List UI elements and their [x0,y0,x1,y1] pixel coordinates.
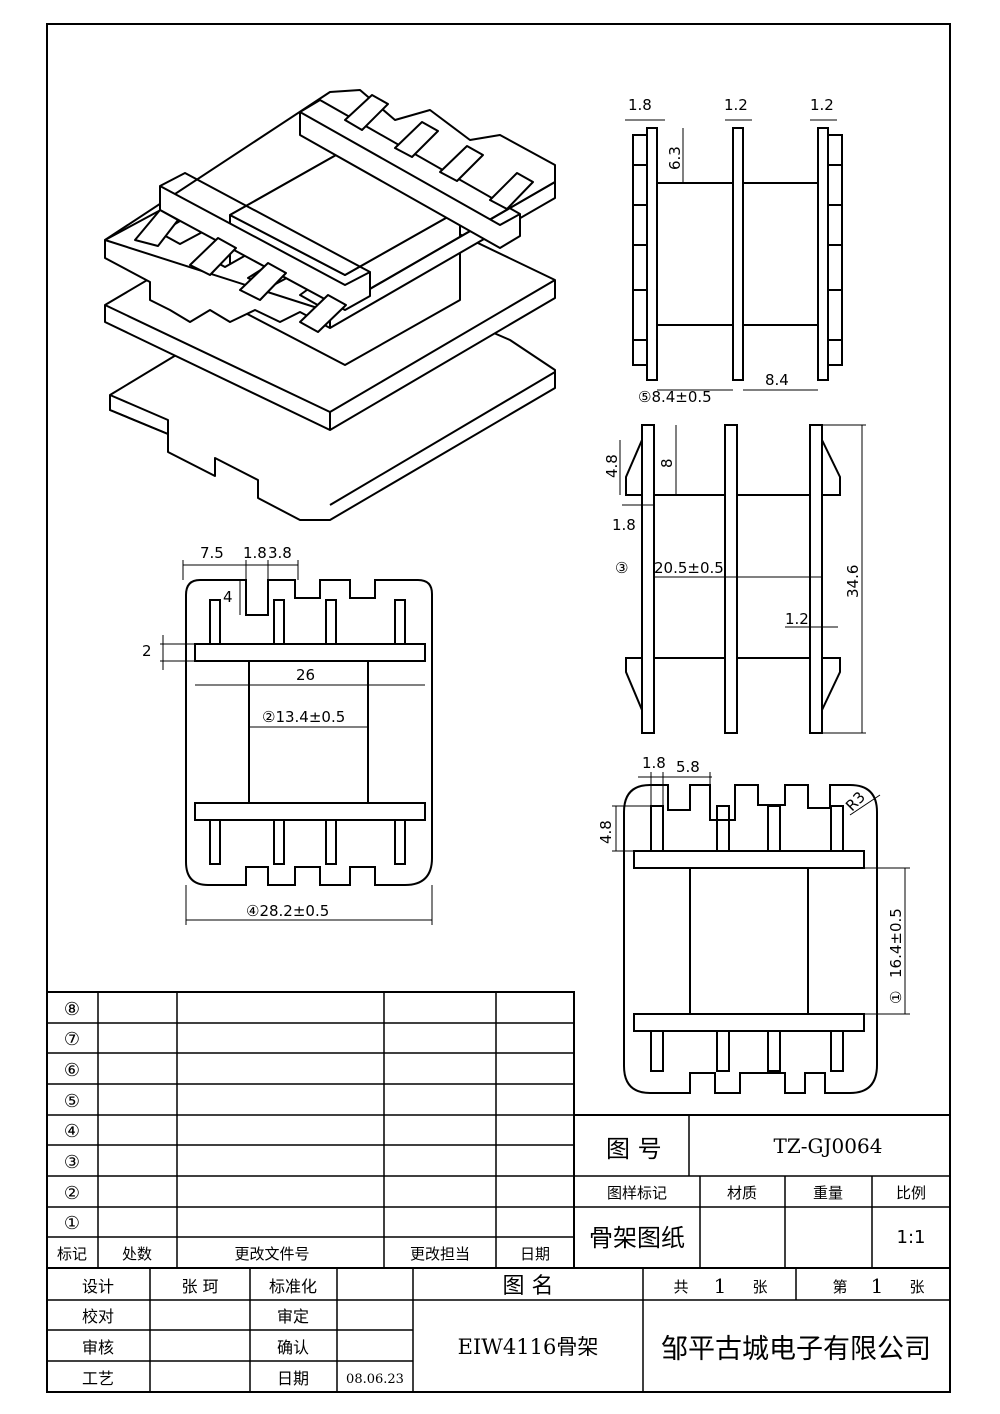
sheet-border [46,23,951,1393]
sheet-total-unit: 张 [752,1278,767,1296]
scale-value: 1:1 [897,1227,926,1248]
rev-mark-6: ⑥ [64,1060,80,1081]
revision-headers: 标记 处数 更改文件号 更改担当 日期 [57,1245,550,1263]
dim-1-8: 1.8 [628,96,652,114]
col-material: 材质 [727,1184,757,1202]
rev-header-date: 日期 [520,1245,550,1263]
dim-8-4: 8.4 [765,371,789,389]
dim-1-2-b: 1.2 [810,96,834,114]
review-label: 审核 [82,1338,114,1357]
sheet-no: 1 [871,1274,884,1298]
callout-3: ③ [615,559,628,577]
rev-mark-4: ④ [64,1121,80,1142]
rev-header-mark: 标记 [57,1245,87,1263]
dim-2: 2 [142,642,152,660]
side-view-middle [619,424,866,734]
rev-header-file: 更改文件号 [234,1245,309,1263]
rev-mark-5: ⑤ [64,1091,80,1112]
dim-4-8: 4.8 [603,454,621,478]
standard-label: 标准化 [269,1277,317,1296]
designer-name: 张 珂 [181,1277,218,1296]
front-view-dims: 7.5 1.8 3.8 4 2 26 ②13.4±0.5 ④28.2±0.5 [142,544,345,920]
dim-5-8: 5.8 [676,758,700,776]
dim-r3: R3 [842,788,869,815]
dim-28-2: ④28.2±0.5 [246,902,329,920]
dim-1-8: 1.8 [243,544,267,562]
col-weight: 重量 [813,1184,843,1202]
rev-header-owner: 更改担当 [410,1245,470,1263]
date-value: 08.06.23 [346,1372,404,1387]
side-view-top-dims: 1.8 1.2 1.2 6.3 ⑤8.4±0.5 8.4 [628,96,834,406]
front-view [160,560,433,925]
dim-13-4: ②13.4±0.5 [262,708,345,726]
approve-label: 审定 [277,1307,309,1326]
dim-26: 26 [296,666,315,684]
title-block [47,1114,950,1392]
sheet-total: 1 [714,1274,727,1298]
company-name: 邹平古城电子有限公司 [661,1334,931,1365]
dim-1-8: 1.8 [642,754,666,772]
part-name: EIW4116骨架 [458,1335,599,1359]
isometric-view [104,89,556,521]
dim-3-8: 3.8 [268,544,292,562]
dim-20-5: 20.5±0.5 [654,559,724,577]
revision-table [46,991,575,1269]
col-mark: 图样标记 [607,1184,667,1202]
rev-mark-3: ③ [64,1152,80,1173]
title-block-text: 图 号 TZ-GJ0064 图样标记 材质 重量 比例 骨架图纸 1:1 图 名… [82,1134,931,1388]
dim-4-8: 4.8 [597,820,615,844]
drawing-number-label: 图 号 [606,1135,662,1163]
side-view-top [625,119,843,391]
dim-8: 8 [658,458,676,468]
top-view [612,772,910,1094]
dim-1-8: 1.8 [612,516,636,534]
date-label: 日期 [277,1369,309,1388]
rev-header-count: 处数 [122,1245,152,1263]
sheet-no-unit: 张 [909,1278,924,1296]
doc-title: 骨架图纸 [589,1224,685,1252]
dim-1-2-a: 1.2 [724,96,748,114]
rev-mark-1: ① [64,1213,80,1234]
dim-1-2: 1.2 [785,610,809,628]
check-label: 校对 [82,1307,114,1326]
dim-6-3: 6.3 [666,146,684,170]
dim-34-6: 34.6 [844,565,862,598]
dim-8-4-tol: ⑤8.4±0.5 [638,388,712,406]
revision-marks: ⑧ ⑦ ⑥ ⑤ ④ ③ ② ① [64,999,80,1234]
confirm-label: 确认 [277,1338,309,1357]
dim-4: 4 [223,588,233,606]
col-scale: 比例 [896,1184,926,1202]
drawing-number: TZ-GJ0064 [774,1134,883,1158]
sheet-no-label: 第 [832,1278,847,1296]
process-label: 工艺 [82,1369,114,1388]
rev-mark-7: ⑦ [64,1029,80,1050]
dim-16-4: 16.4±0.5 [887,908,905,978]
side-view-middle-dims: 4.8 8 1.8 ③ 20.5±0.5 34.6 1.2 [603,454,862,628]
sheet-total-label: 共 [673,1278,688,1296]
rev-mark-2: ② [64,1183,80,1204]
top-view-dims: 1.8 5.8 4.8 R3 16.4±0.5 ① [597,754,905,1004]
dim-7-5: 7.5 [200,544,224,562]
rev-mark-8: ⑧ [64,999,80,1020]
design-label: 设计 [82,1277,114,1296]
drawing-name-label: 图 名 [503,1274,554,1299]
callout-1: ① [887,991,905,1004]
